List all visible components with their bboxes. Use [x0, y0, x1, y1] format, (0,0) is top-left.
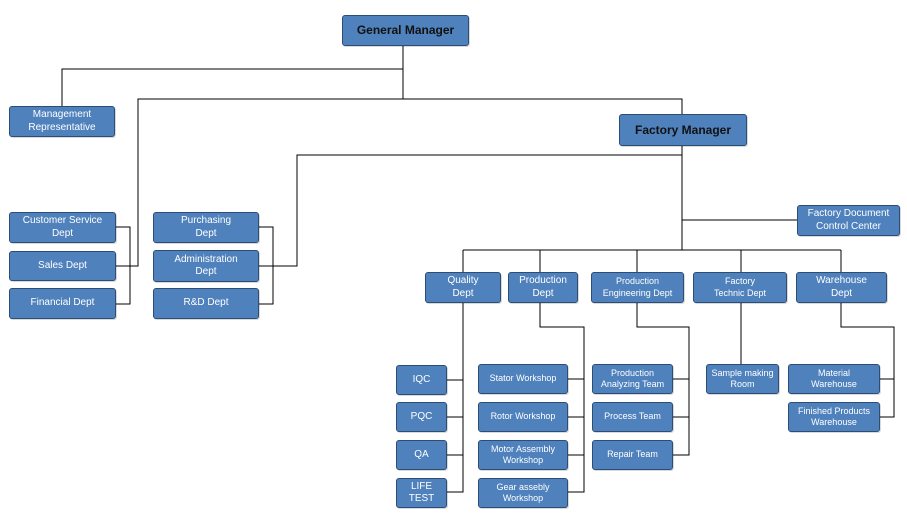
finished-products-warehouse-box: Finished Products Warehouse	[788, 402, 880, 432]
sales-dept-box: Sales Dept	[9, 251, 116, 281]
production-analyzing-team-box: Production Analyzing Team	[592, 364, 673, 394]
factory-manager-box: Factory Manager	[619, 114, 747, 146]
warehouse-dept-box: Warehouse Dept	[796, 272, 887, 303]
rotor-workshop-box: Rotor Workshop	[478, 402, 568, 432]
stator-workshop-box: Stator Workshop	[478, 364, 568, 394]
administration-dept-box: Administration Dept	[153, 250, 259, 282]
iqc-box: IQC	[396, 365, 447, 395]
connector-production-sub	[539, 303, 585, 493]
connector-gm-mgmt-rep	[61, 46, 404, 106]
qa-box: QA	[396, 440, 447, 470]
factory-technic-dept-box: Factory Technic Dept	[693, 272, 787, 303]
connector-gm-factory-manager	[402, 69, 683, 114]
repair-team-box: Repair Team	[592, 440, 673, 470]
connector-fm-admin-branch	[259, 154, 682, 267]
general-manager-box: General Manager	[342, 15, 469, 46]
connector-purchasing	[259, 226, 274, 305]
financial-dept-box: Financial Dept	[9, 288, 116, 319]
sample-making-room-box: Sample making Room	[706, 364, 779, 394]
purchasing-dept-box: Purchasing Dept	[153, 212, 259, 243]
material-warehouse-box: Material Warehouse	[788, 364, 880, 394]
connector-warehouse-sub	[840, 303, 895, 418]
production-engineering-dept-box: Production Engineering Dept	[591, 272, 684, 303]
gear-assembly-workshop-box: Gear assebly Workshop	[478, 478, 568, 508]
factory-document-control-center-box: Factory Document Control Center	[797, 205, 900, 236]
rnd-dept-box: R&D Dept	[153, 288, 259, 319]
connector-prodeng-sub	[636, 303, 690, 456]
process-team-box: Process Team	[592, 402, 673, 432]
pqc-box: PQC	[396, 402, 447, 432]
customer-service-dept-box: Customer Service Dept	[9, 212, 116, 243]
connector-gm-left-branch	[116, 98, 403, 267]
quality-dept-box: Quality Dept	[425, 272, 501, 303]
management-representative-box: Management Representative	[9, 106, 115, 137]
motor-assembly-workshop-box: Motor Assembly Workshop	[478, 440, 568, 470]
connector-quality-sub	[447, 303, 464, 493]
production-dept-box: Production Dept	[508, 272, 578, 303]
connector-customer-service	[116, 226, 131, 305]
life-test-box: LIFE TEST	[396, 478, 447, 508]
